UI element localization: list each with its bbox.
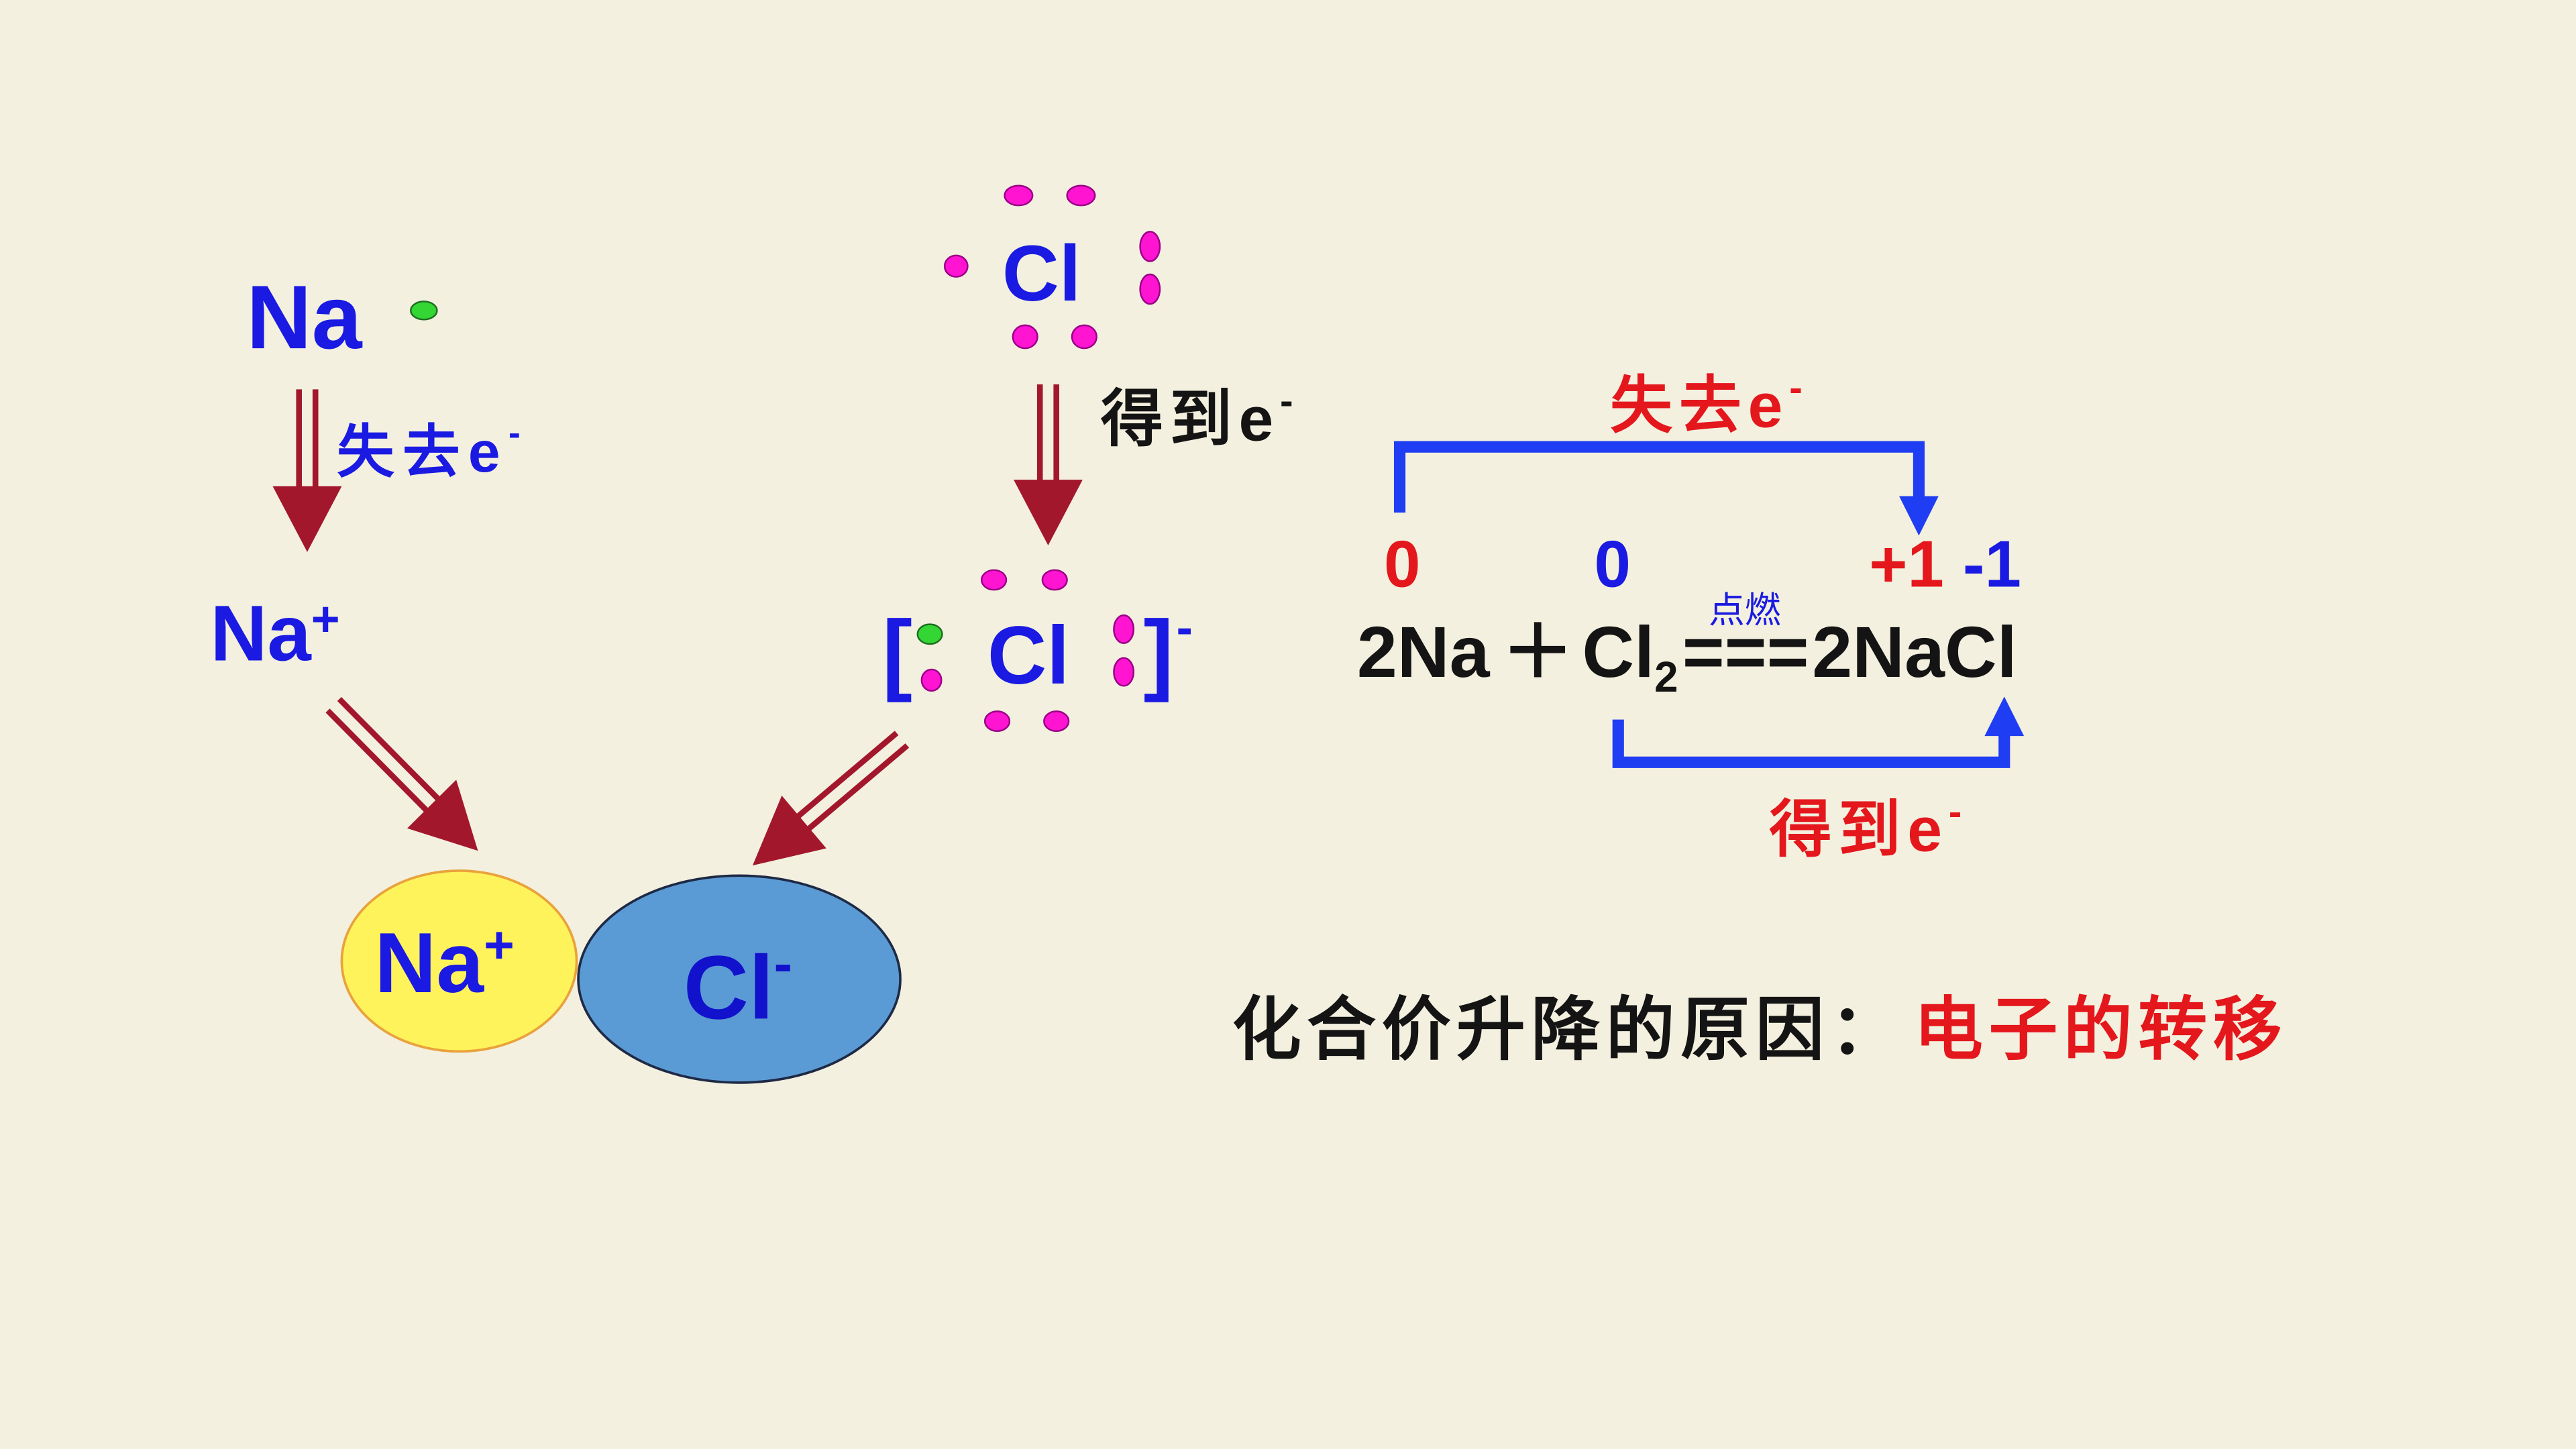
electron-charge-superscript: - <box>1789 366 1809 410</box>
electron-charge-superscript: - <box>1949 790 1968 833</box>
arrow-shaft-line <box>804 743 910 834</box>
ionic-compound: Na+ Cl- <box>340 869 902 1084</box>
chloride-ion-structure: [ Cl]- <box>882 569 1193 733</box>
arrow-shaft-line <box>793 731 899 821</box>
chlorine-valence-electron <box>1071 324 1097 350</box>
chloride-valence-electron <box>1113 657 1135 687</box>
chloride-ion-sphere-label: Cl- <box>684 932 792 1038</box>
sodium-ion-symbol: Na <box>210 589 312 677</box>
lose-electron-text: 失去e <box>337 420 508 484</box>
chlorine-valence-electron <box>1139 273 1161 305</box>
open-bracket: [ <box>882 602 912 703</box>
sodium-ion-sphere <box>340 869 578 1053</box>
electron-loss-text: 失去e <box>1610 371 1789 441</box>
chloride-valence-electron <box>1043 710 1070 733</box>
arrow-head <box>1014 480 1083 546</box>
electron-gain-text: 得到e <box>1770 795 1949 865</box>
electron-charge-superscript: - <box>1280 379 1299 423</box>
gain-electron-text: 得到e <box>1101 384 1280 453</box>
chloride-ion-to-compound-arrow <box>752 731 910 866</box>
chlorine-valence-electron <box>1139 231 1161 262</box>
sodium-atom-symbol: Na <box>246 266 362 368</box>
sodium-ion-sphere-label: Na+ <box>374 915 515 1010</box>
chloride-symbol: Cl <box>987 609 1069 701</box>
bracket-line <box>1612 719 2010 768</box>
chlorine-subscript: 2 <box>1654 653 1678 701</box>
arrow-shaft-line <box>337 696 443 804</box>
electron-gain-label: 得到e- <box>1770 790 1969 864</box>
arrow-head <box>272 486 342 552</box>
cation-charge: + <box>484 915 515 974</box>
close-bracket: ] <box>1143 602 1173 703</box>
sodium-lose-electron-arrow <box>272 389 342 552</box>
oxidation-state-na-reactant: 0 <box>1384 527 1420 600</box>
oxidation-state-cl-reactant: 0 <box>1594 527 1630 600</box>
chlorine-gain-electron-label: 得到e- <box>1101 379 1300 453</box>
electron-loss-bracket-arrow <box>1393 441 1939 536</box>
chloride-valence-electron <box>920 668 943 692</box>
conclusion-text: 化合价升降的原因：电子的转移 <box>1232 991 2288 1068</box>
sodium-lose-electron-label: 失去e- <box>337 413 529 484</box>
electron-loss-label: 失去e- <box>1610 366 1809 441</box>
redox-equation: 失去e- 0 0 +1 -1 点燃 2Na＋Cl2===2NaCl 得到e- <box>1357 366 2025 865</box>
chlorine-atom: Cl <box>943 184 1161 350</box>
chloride-charge: - <box>1176 599 1192 655</box>
chlorine-valence-electron <box>1004 184 1034 207</box>
gained-electron <box>916 623 943 645</box>
arrow-head <box>752 796 826 866</box>
plus-sign: ＋ <box>1501 611 1574 692</box>
conclusion-question: 化合价升降的原因： <box>1232 991 1905 1068</box>
chlorine-gain-electron-arrow <box>1014 384 1083 546</box>
chloride-valence-electron <box>981 569 1008 591</box>
arrow-head <box>407 780 478 851</box>
oxidation-state-cl-product: -1 <box>1963 527 2021 600</box>
electron-charge-superscript: - <box>508 413 529 453</box>
sodium-atom: Na <box>246 266 438 368</box>
chloride-valence-electron <box>983 710 1011 733</box>
bracket-line <box>1393 441 1925 513</box>
reactant-chlorine: Cl <box>1582 611 1654 692</box>
chloride-ion-formula: [ Cl]- <box>882 599 1193 703</box>
chloride-valence-electron <box>1113 614 1135 644</box>
chlorine-valence-electron <box>1012 324 1038 350</box>
product-sodium-chloride: 2NaCl <box>1812 611 2017 692</box>
chloride-ion-sphere <box>577 874 902 1084</box>
chlorine-atom-symbol: Cl <box>1002 229 1081 317</box>
chlorine-valence-electron <box>1066 184 1096 207</box>
sodium-ion-label: Na+ <box>210 589 339 677</box>
anion-charge: - <box>773 932 792 994</box>
reactant-sodium: 2Na <box>1357 611 1491 692</box>
reaction-equals-sign: === <box>1682 611 1809 692</box>
arrow-shaft-line <box>325 708 432 816</box>
arrow-head <box>1984 696 2025 737</box>
chlorine-valence-electron <box>943 254 969 278</box>
sodium-ion-to-compound-arrow <box>325 696 478 851</box>
electron-gain-bracket-arrow <box>1612 696 2025 768</box>
anion-symbol: Cl <box>684 936 774 1038</box>
sodium-ion-charge: + <box>311 591 340 647</box>
equation-formula: 2Na＋Cl2===2NaCl <box>1357 611 2017 701</box>
arrow-head <box>1899 496 1939 536</box>
oxidation-state-na-product: +1 <box>1869 527 1944 600</box>
conclusion-answer: 电子的转移 <box>1914 991 2288 1068</box>
reaction-condition: 点燃 <box>1709 590 1781 631</box>
sodium-valence-electron <box>410 301 438 321</box>
chloride-valence-electron <box>1041 569 1068 591</box>
cation-symbol: Na <box>374 915 484 1010</box>
